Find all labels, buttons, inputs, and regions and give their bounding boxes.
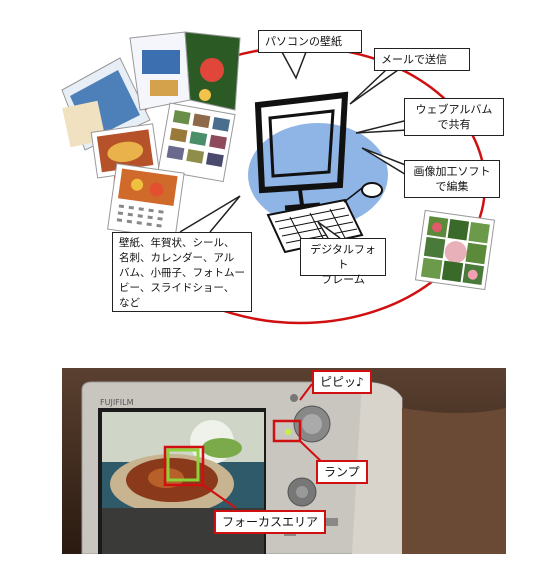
photo-sheet-image — [157, 102, 236, 183]
callout-image-software: 画像加工ソフト で編集 — [404, 160, 500, 198]
calendar-image — [107, 163, 185, 240]
callout-tails — [179, 51, 409, 239]
focus-highlight — [163, 445, 205, 487]
callout-web-album: ウェブアルバム で共有 — [404, 98, 504, 136]
food-print-image — [90, 123, 160, 179]
callout-email: メールで送信 — [374, 48, 470, 71]
callout-prints: 壁紙、年賀状、シール、 名刺、カレンダー、アル バム、小冊子、フォトムー ビー、… — [112, 232, 252, 312]
monitor-highlight — [248, 123, 388, 227]
label-beep: ピピッ♪ — [312, 370, 372, 394]
label-lamp: ランプ — [316, 460, 368, 484]
mouse-icon — [343, 182, 383, 203]
callout-digital-frame: デジタルフォト フレーム — [300, 238, 386, 286]
camera-photo: FUJIFILM — [62, 368, 506, 554]
monitor-icon — [254, 91, 349, 211]
photo-album-image — [61, 31, 241, 151]
flower-album-image — [414, 209, 496, 291]
lamp-highlight — [272, 419, 302, 443]
label-focus-area: フォーカスエリア — [214, 510, 327, 534]
callout-wallpaper: パソコンの壁紙 — [258, 30, 362, 53]
camera-brand: FUJIFILM — [100, 398, 134, 407]
